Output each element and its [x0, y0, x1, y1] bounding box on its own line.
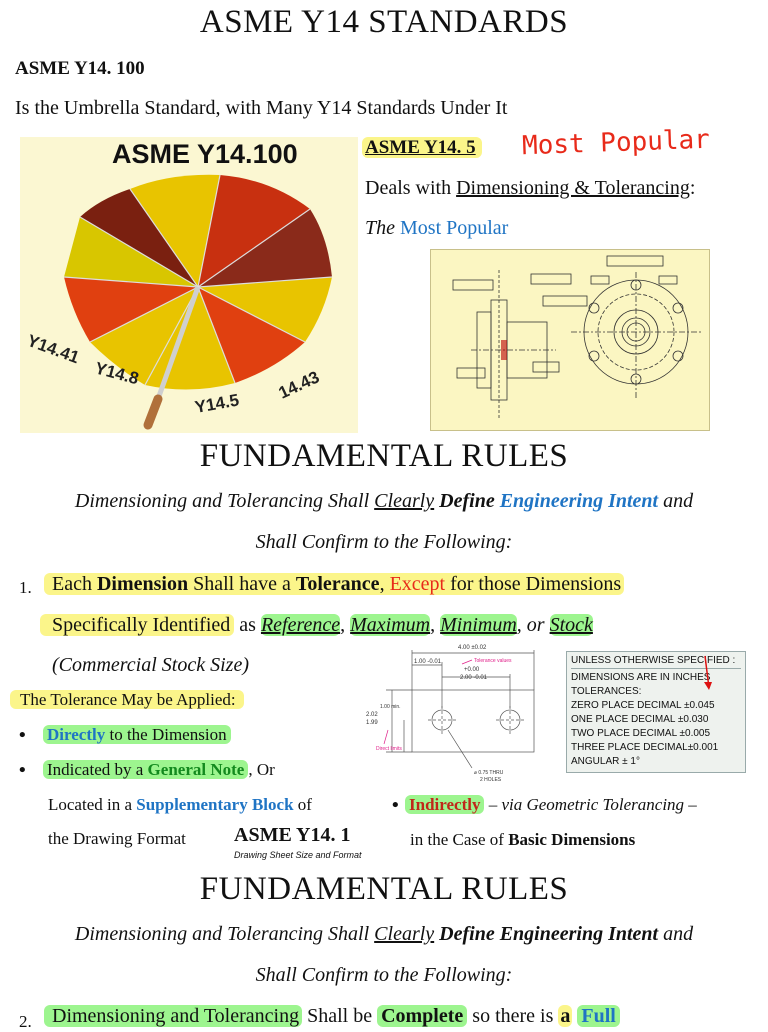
bullet: •: [390, 795, 401, 816]
applied-directly: Directly to the Dimension: [43, 725, 231, 745]
applied-located: Located in a Supplementary Block of: [48, 795, 312, 814]
rule-number: 1.: [19, 578, 32, 597]
applied-label: The Tolerance May be Applied:: [10, 690, 244, 710]
annotation-arrow: [704, 655, 712, 690]
section-heading: FUNDAMENTAL RULES: [199, 438, 569, 474]
section-intro-line2: Shall Confirm to the Following:: [255, 964, 513, 986]
fig-callout: Tolerance values: [474, 658, 512, 664]
rule2-line1: Dimensioning and Tolerancing Shall be Co…: [44, 1005, 620, 1028]
fig-dim: 4.00 ±0.02: [458, 645, 487, 651]
y14-1-subtitle: Drawing Sheet Size and Format: [234, 850, 362, 860]
page-title: ASME Y14 STANDARDS: [199, 4, 569, 40]
umbrella-label: 14.43: [276, 367, 323, 402]
y14-5-heading: ASME Y14. 5: [362, 137, 482, 159]
section-intro-line1: Dimensioning and Tolerancing Shall Clear…: [74, 923, 694, 945]
general-note-line: ANGULAR ± 1°: [571, 756, 640, 767]
fig-dim: 1.00 min.: [380, 704, 401, 710]
fig-dim: ⌀ 0.75 THRU: [474, 770, 504, 776]
fig-dim: 2.02: [366, 712, 378, 718]
umbrella-label: Y14.5: [193, 391, 240, 417]
general-note-line: TWO PLACE DECIMAL ±0.005: [571, 728, 711, 739]
fig-callout: Direct limits: [376, 746, 402, 752]
general-note-line: THREE PLACE DECIMAL±0.001: [571, 742, 719, 753]
general-note-line: ONE PLACE DECIMAL ±0.030: [571, 714, 709, 725]
general-note-line: TOLERANCES:: [571, 686, 642, 697]
y14-1-heading: ASME Y14. 1: [234, 824, 351, 846]
fig-dim: 1.00 -0.01: [414, 659, 442, 665]
applied-indirectly: Indirectly – via Geometric Tolerancing –: [405, 795, 697, 815]
general-note-line: ZERO PLACE DECIMAL ±0.045: [571, 700, 715, 711]
umbrella-caption: ASME Y14.100: [112, 139, 298, 169]
rule1-line1: Each Dimension Shall have a Tolerance, E…: [44, 573, 625, 596]
y14-100-description: Is the Umbrella Standard, with Many Y14 …: [15, 97, 508, 119]
engineering-drawing: [430, 249, 710, 431]
rule1-commercial: (Commercial Stock Size): [52, 654, 249, 676]
y14-5-deals: Deals with Dimensioning & Tolerancing:: [365, 177, 696, 199]
general-note-line: UNLESS OTHERWISE SPECIFIED :: [571, 654, 741, 669]
fig-dim: +0.00: [464, 667, 480, 673]
dimension-figure: 4.00 ±0.02 1.00 -0.01 +0.00 2.00 -0.01 T…: [362, 640, 562, 785]
section-intro-line1: Dimensioning and Tolerancing Shall Clear…: [74, 490, 694, 512]
rule1-line2: Specifically Identified as Reference, Ma…: [40, 614, 593, 637]
bullet: •: [17, 760, 28, 781]
fig-dim: 2 HOLES: [480, 777, 502, 783]
y14-5-most-popular: The Most Popular: [365, 217, 509, 239]
umbrella-label: Y14.41: [25, 331, 82, 367]
applied-indicated: Indicated by a General Note, Or: [43, 760, 275, 780]
handwritten-note: Most Popular: [521, 124, 711, 162]
fig-dim: 1.99: [366, 720, 378, 726]
general-note-box: UNLESS OTHERWISE SPECIFIED : DIMENSIONS …: [566, 651, 746, 773]
rule-number: 2.: [19, 1012, 32, 1031]
fig-dim: 2.00 -0.01: [460, 675, 488, 681]
bullet: •: [17, 725, 28, 746]
section-intro-line2: Shall Confirm to the Following:: [255, 531, 513, 553]
section-heading: FUNDAMENTAL RULES: [199, 871, 569, 907]
applied-drawing-format: the Drawing Format: [48, 829, 186, 848]
y14-100-heading: ASME Y14. 100: [15, 58, 145, 79]
umbrella-image: ASME Y14.100: [20, 137, 358, 433]
general-note-line: DIMENSIONS ARE IN INCHES: [571, 672, 711, 683]
applied-basic: in the Case of Basic Dimensions: [410, 830, 636, 849]
